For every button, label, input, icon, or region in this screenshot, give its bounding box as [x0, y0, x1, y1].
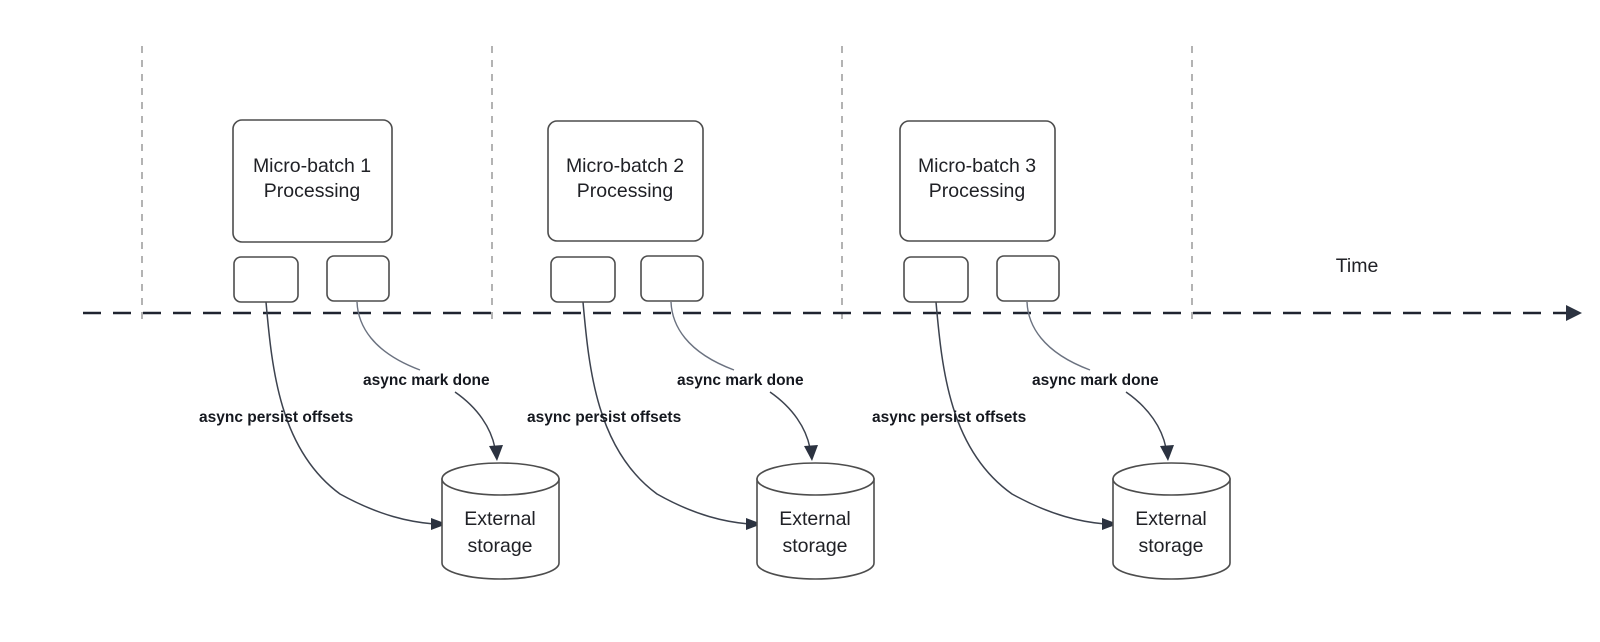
micro-batch-2-label-line1: Micro-batch 2: [566, 155, 684, 177]
micro-batch-1-label-line1: Micro-batch 1: [253, 155, 371, 177]
external-storage-3-label-line1: External: [1135, 508, 1207, 530]
external-storage-1-top: [441, 462, 560, 496]
micro-batch-1-box[interactable]: [232, 119, 393, 243]
mark-done-arrowhead-1: [489, 445, 503, 461]
micro-batch-3-task-box-b[interactable]: [996, 255, 1060, 302]
persist-offsets-arrowhead-2: [746, 518, 762, 530]
external-storage-3-top: [1112, 462, 1231, 496]
mark-done-label-3: async mark done: [1032, 372, 1159, 389]
micro-batch-1-task-box-b[interactable]: [326, 255, 390, 302]
mark-done-connector-upper-3: [1026, 301, 1091, 371]
batch-group-2: Micro-batch 2 Processing External storag…: [527, 120, 875, 580]
batch-group-1: Micro-batch 1 Processing External storag…: [199, 119, 560, 580]
micro-batch-3-label-line1: Micro-batch 3: [918, 155, 1036, 177]
persist-offsets-connector-2: [582, 301, 750, 525]
micro-batch-3-task-box-a[interactable]: [903, 256, 969, 303]
external-storage-2-top: [756, 462, 875, 496]
external-storage-3-body: [1112, 478, 1231, 580]
external-storage-1[interactable]: External storage: [441, 462, 560, 580]
micro-batch-3-label-line2: Processing: [929, 180, 1025, 202]
mark-done-label-1: async mark done: [363, 372, 490, 389]
mark-done-label-2: async mark done: [677, 372, 804, 389]
persist-offsets-label-3: async persist offsets: [872, 409, 1026, 426]
micro-batch-2-label-line2: Processing: [577, 180, 673, 202]
persist-offsets-label-1: async persist offsets: [199, 409, 353, 426]
mark-done-connector-lower-2: [769, 391, 811, 449]
micro-batch-2-box[interactable]: [547, 120, 704, 242]
micro-batch-2-task-box-b[interactable]: [640, 255, 704, 302]
external-storage-2[interactable]: External storage: [756, 462, 875, 580]
mark-done-arrowhead-3: [1160, 445, 1174, 461]
batch-group-3: Micro-batch 3 Processing External storag…: [872, 120, 1231, 580]
mark-done-connector-upper-1: [356, 301, 421, 371]
mark-done-connector-lower-1: [454, 391, 496, 449]
external-storage-1-label-line2: storage: [467, 535, 532, 557]
persist-offsets-arrowhead-1: [431, 518, 447, 530]
persist-offsets-connector-1: [265, 301, 435, 525]
tick-lines-group: [141, 46, 1193, 322]
mark-done-connector-lower-3: [1125, 391, 1167, 449]
micro-batch-1-task-box-a[interactable]: [233, 256, 299, 303]
micro-batch-2-task-box-a[interactable]: [550, 256, 616, 303]
mark-done-connector-upper-2: [670, 301, 735, 371]
persist-offsets-label-2: async persist offsets: [527, 409, 681, 426]
micro-batch-3-box[interactable]: [899, 120, 1056, 242]
external-storage-2-label-line1: External: [779, 508, 851, 530]
mark-done-arrowhead-2: [804, 445, 818, 461]
external-storage-2-body: [756, 478, 875, 580]
time-axis-group: Time: [83, 255, 1582, 321]
persist-offsets-connector-3: [935, 301, 1106, 525]
external-storage-3-label-line2: storage: [1138, 535, 1203, 557]
external-storage-1-label-line1: External: [464, 508, 536, 530]
persist-offsets-arrowhead-3: [1102, 518, 1118, 530]
micro-batch-1-label-line2: Processing: [264, 180, 360, 202]
external-storage-3[interactable]: External storage: [1112, 462, 1231, 580]
time-axis-label: Time: [1336, 255, 1379, 277]
time-axis-arrowhead: [1566, 305, 1582, 321]
external-storage-1-body: [441, 478, 560, 580]
external-storage-2-label-line2: storage: [782, 535, 847, 557]
